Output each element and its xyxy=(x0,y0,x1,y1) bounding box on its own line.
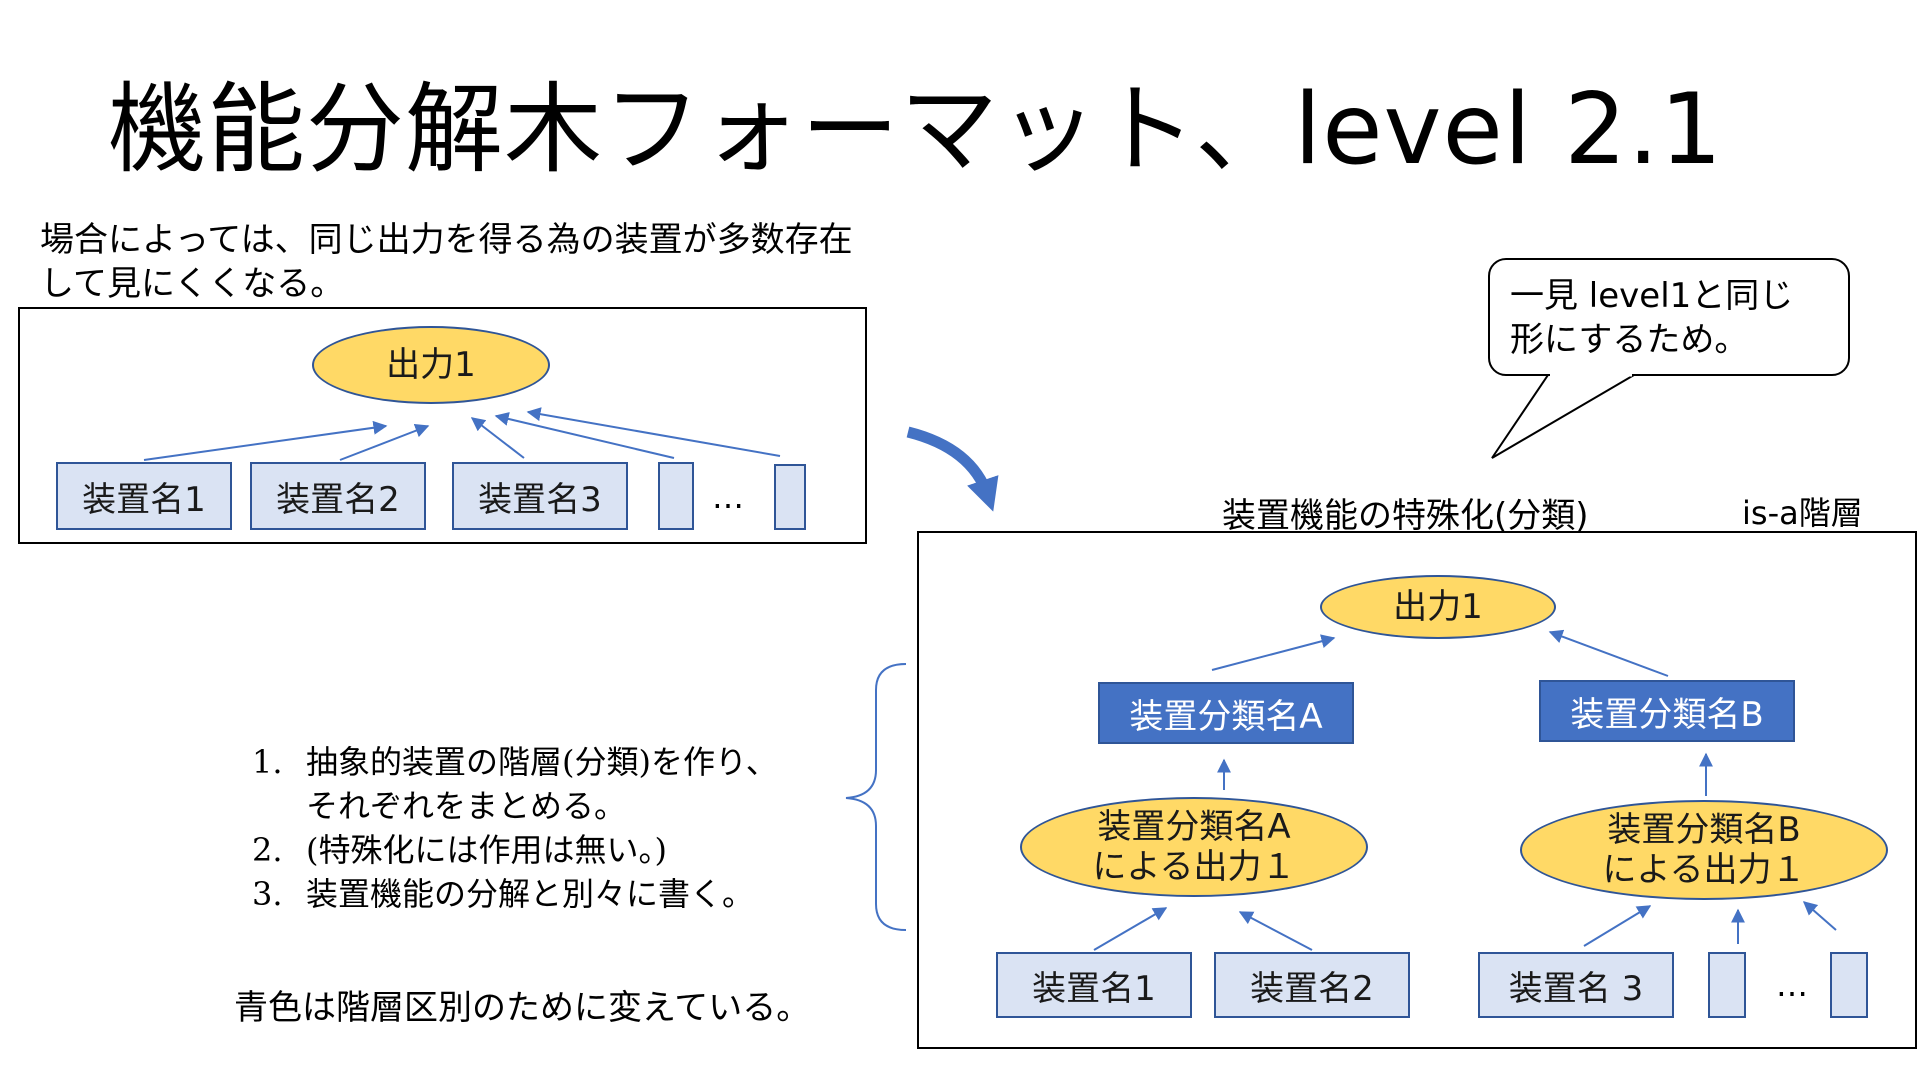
left-device-1: 装置名1 xyxy=(56,462,232,530)
right-device-2: 装置名2 xyxy=(1214,952,1410,1018)
class-a-to-output-arrow xyxy=(1211,634,1336,671)
left-arrow-1 xyxy=(143,420,388,461)
class-b-to-output-arrow xyxy=(1548,629,1669,677)
right-arrow-device-2 xyxy=(1238,911,1313,951)
right-device-1-label: 装置名1 xyxy=(1032,968,1156,1009)
left-arrow-2 xyxy=(339,424,430,461)
step-3-number: 3. xyxy=(252,875,283,913)
right-output-ellipse: 出力1 xyxy=(1320,575,1556,639)
left-note-line1: 場合によっては、同じ出力を得る為の装置が多数存在 xyxy=(40,220,853,260)
left-device-1-label: 装置名1 xyxy=(82,479,206,520)
step-3: 3. 装置機能の分解と別々に書く。 xyxy=(252,872,778,916)
class-a-output-line2: による出力１ xyxy=(1092,847,1296,887)
left-arrow-5 xyxy=(526,407,781,457)
right-device-1: 装置名1 xyxy=(996,952,1192,1018)
right-device-3: 装置名 3 xyxy=(1478,952,1674,1018)
callout-bubble: 一見 level1と同じ 形にするため。 xyxy=(1488,258,1850,376)
page-title: 機能分解木フォーマット、level 2.1 xyxy=(108,73,1724,187)
right-ellipsis: … xyxy=(1776,966,1808,1004)
callout-tail xyxy=(1491,374,1638,459)
step-1-continued: それぞれをまとめる。 xyxy=(252,784,778,828)
class-a-label: 装置分類名A xyxy=(1129,696,1323,737)
class-b-output-line2: による出力１ xyxy=(1602,850,1806,890)
class-a-output-ellipse: 装置分類名A による出力１ xyxy=(1020,797,1368,897)
step-2-text: (特殊化には作用は無い。) xyxy=(306,831,667,869)
class-b-output-ellipse: 装置分類名B による出力１ xyxy=(1520,800,1888,900)
grouping-brace xyxy=(845,663,907,931)
left-device-3-label: 装置名3 xyxy=(478,479,602,520)
class-a-box: 装置分類名A xyxy=(1098,682,1354,744)
class-b-output-line1: 装置分類名B xyxy=(1607,810,1801,850)
transform-arrow xyxy=(906,426,999,512)
step-1-number: 1. xyxy=(252,743,283,781)
left-arrow-4 xyxy=(494,412,675,459)
left-device-small-1 xyxy=(658,462,694,530)
callout-line1: 一見 level1と同じ xyxy=(1510,276,1794,316)
right-device-small-2 xyxy=(1830,952,1868,1018)
isa-tag: is-a階層 xyxy=(1742,494,1863,532)
left-note: 場合によっては、同じ出力を得る為の装置が多数存在 して見にくくなる。 xyxy=(40,218,853,306)
steps-list: 1. 抽象的装置の階層(分類)を作り、 それぞれをまとめる。 2. (特殊化には… xyxy=(252,740,778,916)
class-b-label: 装置分類名B xyxy=(1570,694,1764,735)
right-device-2-label: 装置名2 xyxy=(1250,968,1374,1009)
right-heading: 装置機能の特殊化(分類) xyxy=(1222,496,1589,536)
left-note-line2: して見にくくなる。 xyxy=(40,264,345,304)
right-arrow-device-1 xyxy=(1093,907,1168,951)
left-device-2-label: 装置名2 xyxy=(276,479,400,520)
class-a-output-line1: 装置分類名A xyxy=(1097,807,1291,847)
left-ellipsis: … xyxy=(712,478,744,516)
right-arrow-small-2 xyxy=(1802,901,1837,931)
right-output-label: 出力1 xyxy=(1393,587,1483,627)
step-1-text: 抽象的装置の階層(分類)を作り、 xyxy=(306,743,778,781)
left-diagram-frame xyxy=(18,307,867,544)
step-2: 2. (特殊化には作用は無い。) xyxy=(252,828,778,872)
right-arrow-device-3 xyxy=(1583,905,1652,947)
right-device-small-1 xyxy=(1708,952,1746,1018)
step-1: 1. 抽象的装置の階層(分類)を作り、 xyxy=(252,740,778,784)
class-b-box: 装置分類名B xyxy=(1539,680,1795,742)
left-device-2: 装置名2 xyxy=(250,462,426,530)
step-2-number: 2. xyxy=(252,831,283,869)
left-arrow-3 xyxy=(470,417,525,459)
callout-line2: 形にするため。 xyxy=(1510,320,1749,360)
left-output-ellipse: 出力1 xyxy=(312,326,550,404)
right-diagram-frame xyxy=(917,531,1917,1049)
step-3-text: 装置機能の分解と別々に書く。 xyxy=(306,875,755,913)
right-device-3-label: 装置名 3 xyxy=(1508,968,1644,1009)
left-output-label: 出力1 xyxy=(386,345,476,385)
bottom-note: 青色は階層区別のために変えている。 xyxy=(234,988,811,1028)
left-device-small-2 xyxy=(774,464,806,530)
left-device-3: 装置名3 xyxy=(452,462,628,530)
step-1-text-2: それぞれをまとめる。 xyxy=(306,787,627,825)
